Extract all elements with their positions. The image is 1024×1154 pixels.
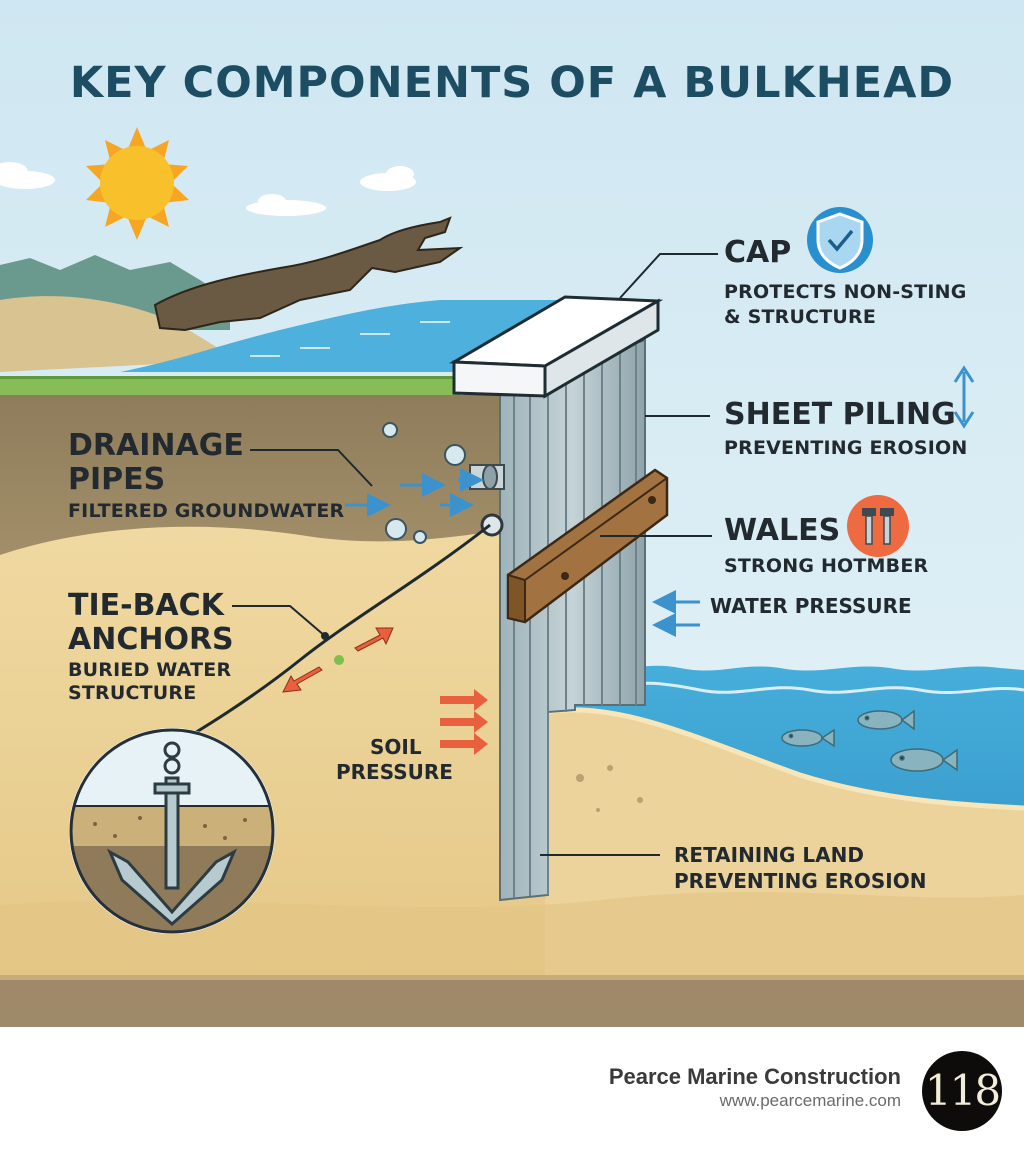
badge-logo: 118 bbox=[922, 1051, 1002, 1131]
website-link[interactable]: www.pearcemarine.com bbox=[719, 1091, 901, 1110]
water-bubbles bbox=[382, 422, 466, 544]
far-beach bbox=[0, 296, 240, 372]
footer bbox=[0, 1027, 1024, 1154]
far-sea-ripples bbox=[250, 321, 450, 357]
soil-pressure-line1: SOIL bbox=[370, 735, 422, 759]
anchor-icon bbox=[106, 741, 238, 926]
company-name: Pearce Marine Construction bbox=[608, 1064, 901, 1089]
retaining-land-line1: RETAINING LAND bbox=[674, 843, 864, 867]
tie-back-desc-line1: BURIED WATER bbox=[68, 659, 232, 681]
cap-beam bbox=[448, 295, 664, 399]
cap-heading: CAP bbox=[724, 235, 792, 270]
cap-desc-line1: PROTECTS NON-STING bbox=[724, 281, 967, 303]
sun-icon bbox=[86, 127, 189, 240]
bolts-icon bbox=[847, 495, 909, 557]
sheet-piling-heading: SHEET PILING bbox=[724, 397, 956, 432]
wave-line bbox=[599, 681, 1024, 694]
fish-icon bbox=[781, 728, 835, 748]
bedrock-band bbox=[0, 975, 1024, 1027]
wales-heading: WALES bbox=[724, 513, 841, 548]
fish-group bbox=[781, 709, 958, 772]
vertical-double-arrow-icon bbox=[953, 365, 975, 429]
bulkhead-scene bbox=[0, 0, 1024, 1027]
clouds bbox=[0, 162, 416, 216]
grass-strip bbox=[0, 376, 460, 395]
tie-back-heading-line2: ANCHORS bbox=[68, 622, 234, 657]
drainage-pipes-heading-line2: PIPES bbox=[68, 462, 166, 497]
shield-check-icon bbox=[807, 207, 873, 273]
drainage-pipes-heading-line1: DRAINAGE bbox=[68, 428, 244, 463]
soil-pressure-line2: PRESSURE bbox=[336, 760, 453, 784]
tie-back-heading-line1: TIE-BACK bbox=[68, 588, 224, 623]
water-pressure-label: WATER PRESSURE bbox=[710, 594, 912, 618]
sheet-piling-desc: PREVENTING EROSION bbox=[724, 437, 968, 459]
island bbox=[153, 216, 464, 332]
wales-timber bbox=[506, 468, 669, 624]
groundwater-arrows bbox=[345, 468, 484, 517]
water-pressure-arrows bbox=[652, 590, 700, 637]
leader-lines bbox=[232, 253, 718, 856]
cap-desc-line2: & STRUCTURE bbox=[724, 306, 877, 328]
page-title: KEY COMPONENTS OF A BULKHEAD bbox=[69, 58, 955, 108]
far-sea bbox=[120, 300, 560, 372]
seabed-pebbles bbox=[576, 765, 643, 812]
fish-icon bbox=[857, 709, 915, 731]
wales-desc: STRONG HOTMBER bbox=[724, 555, 929, 577]
fish-icon bbox=[890, 748, 958, 772]
drainage-pipes-desc: FILTERED GROUNDWATER bbox=[68, 500, 345, 522]
tie-back-rod bbox=[174, 523, 491, 747]
retaining-land-line2: PREVENTING EROSION bbox=[674, 869, 927, 893]
soil-pressure-arrows bbox=[440, 689, 488, 755]
tie-back-desc-line2: STRUCTURE bbox=[68, 682, 197, 704]
